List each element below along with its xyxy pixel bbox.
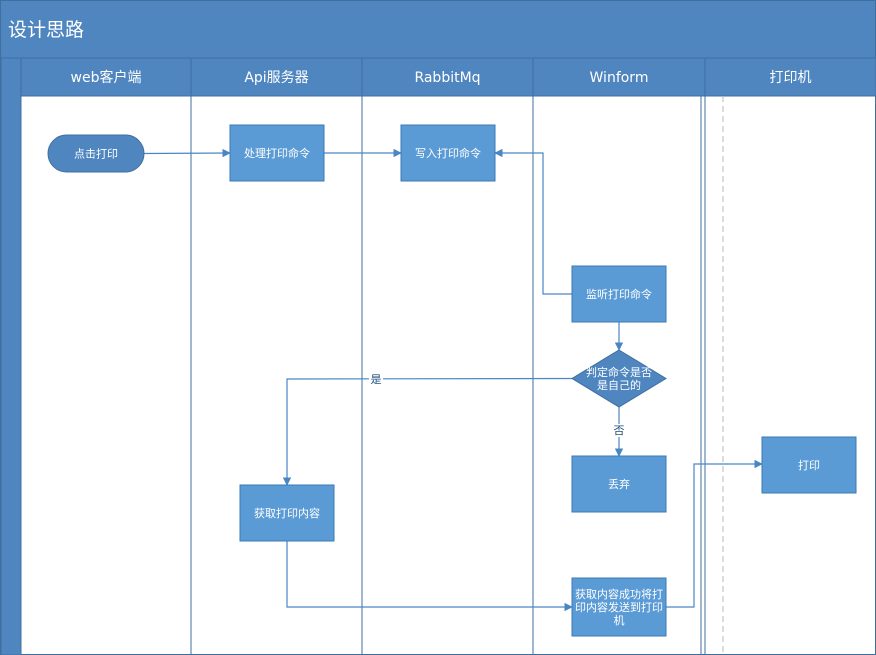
edge-click-to-handle: [143, 148, 231, 158]
node-label: 机: [614, 613, 625, 627]
node-print: 打印: [761, 436, 857, 494]
node-shape: [400, 124, 496, 182]
node-label: 丢弃: [608, 477, 630, 491]
node-label: 点击打印: [74, 147, 118, 161]
edge-listen-to-write: [494, 148, 572, 295]
node-shape: [761, 436, 857, 494]
node-label: 处理打印命令: [244, 146, 310, 160]
node-listen: 监听打印命令: [571, 265, 667, 323]
lane-header-api: Api服务器: [244, 70, 308, 86]
node-shape: [571, 349, 667, 408]
edge-label-bg: [369, 373, 383, 386]
edge-label-bg: [612, 424, 626, 437]
node-label: 写入打印命令: [415, 146, 481, 160]
lane-header-printer: 打印机: [770, 69, 812, 86]
node-shape: [571, 265, 667, 323]
node-click: 点击打印: [47, 134, 145, 173]
node-label: 判定命令是否: [586, 365, 652, 379]
title-bar: [1, 1, 875, 58]
node-shape: [571, 577, 667, 637]
node-write: 写入打印命令: [400, 124, 496, 182]
edge-label-judge-to-fetch: 是: [371, 373, 382, 386]
node-handle: 处理打印命令: [229, 124, 325, 182]
lane-header-mq: RabbitMq: [414, 70, 480, 86]
node-shape: [47, 134, 145, 173]
edge-label-judge-to-discard: 否: [614, 424, 625, 437]
pool-band: [0, 57, 22, 655]
node-shape: [571, 455, 667, 513]
node-fetch: 获取打印内容: [239, 484, 335, 542]
edge-judge-to-fetch: [282, 377, 573, 486]
node-shape: [229, 124, 325, 182]
edge-fetch-to-send: [286, 541, 573, 612]
lane-header-web: web客户端: [71, 69, 142, 86]
node-discard: 丢弃: [571, 455, 667, 513]
node-shape: [239, 484, 335, 542]
node-label: 印内容发送到打印: [575, 600, 663, 614]
node-label: 监听打印命令: [586, 287, 652, 301]
lane-header-row: [20, 57, 876, 97]
lane-header-winform: Winform: [590, 70, 649, 86]
edge-send-to-print: [666, 459, 763, 608]
node-label: 打印: [798, 458, 820, 472]
node-label: 是自己的: [597, 378, 641, 392]
diagram-title: 设计思路: [8, 19, 84, 41]
node-label: 获取打印内容: [254, 506, 320, 520]
node-label: 获取内容成功将打: [575, 587, 663, 601]
